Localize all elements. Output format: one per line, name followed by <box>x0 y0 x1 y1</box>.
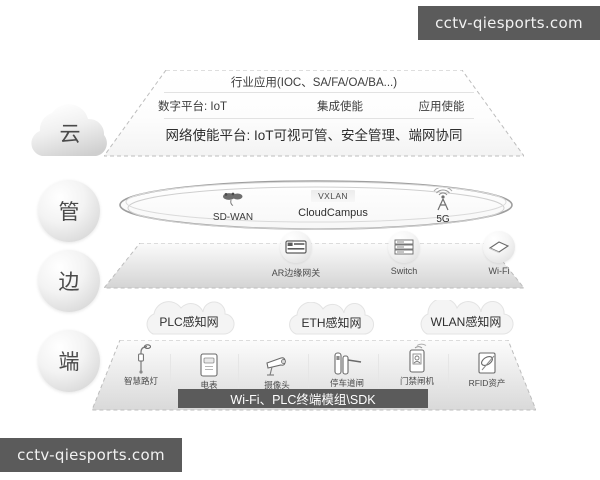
layer-badge-device: 端 <box>38 330 100 392</box>
cloud-slab-shape <box>104 70 524 157</box>
pipe-item-cloudcampus: VXLAN CloudCampus <box>278 186 388 219</box>
platform-item-digital: 数字平台: IoT <box>158 101 228 113</box>
platform-capability-row: 数字平台: IoT 集成使能 应用使能 <box>144 96 494 116</box>
pipe-ellipse-shape <box>119 180 513 230</box>
device-label-access-gate: 门禁闸机 <box>399 376 434 386</box>
edge-item-wifi: Wi-Fi <box>452 231 546 276</box>
sdwan-icon <box>223 192 243 206</box>
edge-item-ar-gateway: AR边缘网关 <box>249 231 343 279</box>
camera-icon-wrap <box>244 348 310 378</box>
device-divider <box>448 354 449 388</box>
cloud-layer-text: 行业应用(IOC、SA/FA/OA/BA...) 数字平台: IoT 集成使能 … <box>104 70 524 158</box>
parking-barrier-icon-wrap <box>314 346 380 376</box>
sense-cloud-plc: PLC感知网 <box>129 300 249 342</box>
pipe-items: SD-WAN VXLAN CloudCampus 5G <box>118 178 514 236</box>
cloud-divider-top <box>164 92 474 93</box>
wifi-ap-icon <box>488 241 510 254</box>
rfid-tag-icon-wrap <box>454 346 520 376</box>
device-divider <box>308 354 309 388</box>
device-label-rfid: RFID资产 <box>468 378 506 388</box>
access-gate-icon-wrap <box>384 343 450 374</box>
electric-meter-icon <box>200 353 218 377</box>
sense-cloud-wlan: WLAN感知网 <box>402 300 530 342</box>
device-item-camera: 摄像头 <box>244 348 310 391</box>
layer-label-cloud: 云 <box>59 122 81 146</box>
device-divider <box>170 354 171 388</box>
gateway-icon-wrap <box>280 231 312 263</box>
pipe-layer-ellipse: SD-WAN VXLAN CloudCampus 5G <box>118 178 514 236</box>
device-label-parking-barrier: 停车道闸 <box>329 378 364 388</box>
pipe-label-cloudcampus: CloudCampus <box>298 207 368 219</box>
cloud-divider-bottom <box>164 118 474 119</box>
edge-layer-slab: AR边缘网关 Switch <box>104 231 524 291</box>
device-divider <box>378 354 379 388</box>
pipe-label-5g: 5G <box>436 214 450 225</box>
cloud-shape-icon <box>420 300 514 335</box>
device-item-parking-barrier: 停车道闸 <box>314 346 380 389</box>
street-lamp-icon <box>138 344 152 374</box>
industry-apps-label: 行业应用(IOC、SA/FA/OA/BA...) <box>230 77 398 89</box>
sense-network-row: PLC感知网 ETH感知网 WLAN感知网 <box>104 300 524 342</box>
edge-slab-shape <box>104 243 524 289</box>
parking-barrier-icon <box>334 352 362 375</box>
edge-item-switch: Switch <box>357 231 451 276</box>
layer-badge-pipe: 管 <box>38 180 100 242</box>
street-lamp-icon-wrap <box>108 344 174 374</box>
network-platform-label: 网络使能平台: IoT可视可管、安全管理、端网协同 <box>165 128 463 143</box>
pipe-item-sd-wan: SD-WAN <box>188 192 278 223</box>
layer-label-edge: 边 <box>58 270 80 294</box>
watermark-top: cctv-qiesports.com <box>418 6 600 40</box>
platform-item-application: 应用使能 <box>418 101 465 113</box>
gateway-icon <box>285 240 307 254</box>
layer-label-device: 端 <box>58 350 80 374</box>
edge-items: AR边缘网关 Switch <box>104 231 524 291</box>
cloud-shape-icon <box>146 301 235 335</box>
pipe-item-5g: 5G <box>408 186 478 225</box>
edge-label-switch: Switch <box>390 266 418 276</box>
sense-label-eth: ETH感知网 <box>301 315 362 330</box>
pipe-label-sd-wan: SD-WAN <box>212 212 254 223</box>
device-item-rfid: RFID资产 <box>454 346 520 389</box>
device-label-electric-meter: 电表 <box>200 380 218 390</box>
device-items: 智慧路灯 电表 <box>92 340 536 394</box>
rfid-tag-icon <box>478 352 496 374</box>
camera-icon <box>266 357 286 376</box>
wifi-ap-icon-wrap <box>483 231 515 263</box>
device-item-access-gate: 门禁闸机 <box>384 343 450 387</box>
access-gate-icon <box>409 343 427 373</box>
device-label-camera: 摄像头 <box>264 380 290 390</box>
platform-item-integration: 集成使能 <box>317 101 363 113</box>
sdk-banner: Wi-Fi、PLC终端模组\SDK <box>178 389 428 408</box>
edge-label-wifi: Wi-Fi <box>488 266 510 276</box>
sense-label-wlan: WLAN感知网 <box>430 314 502 329</box>
layer-badge-edge: 边 <box>38 250 100 312</box>
electric-meter-icon-wrap <box>176 348 242 378</box>
layer-badge-cloud: 云 <box>28 98 112 168</box>
layer-label-pipe: 管 <box>58 200 80 224</box>
watermark-bottom: cctv-qiesports.com <box>0 438 182 472</box>
sense-cloud-eth: ETH感知网 <box>274 302 389 342</box>
cloud-layer-slab: 行业应用(IOC、SA/FA/OA/BA...) 数字平台: IoT 集成使能 … <box>104 70 524 158</box>
vxlan-tag: VXLAN <box>311 190 355 202</box>
device-item-electric-meter: 电表 <box>176 348 242 391</box>
switch-icon-wrap <box>388 231 420 263</box>
antenna-icon <box>433 186 453 211</box>
switch-icon <box>394 239 414 255</box>
cloud-shape-icon <box>289 302 374 335</box>
sense-label-plc: PLC感知网 <box>159 314 219 329</box>
edge-label-ar-gateway: AR边缘网关 <box>271 268 321 278</box>
cloud-icon <box>31 104 107 156</box>
device-divider <box>238 354 239 388</box>
device-label-street-lamp: 智慧路灯 <box>123 376 158 386</box>
device-item-street-lamp: 智慧路灯 <box>108 344 174 387</box>
